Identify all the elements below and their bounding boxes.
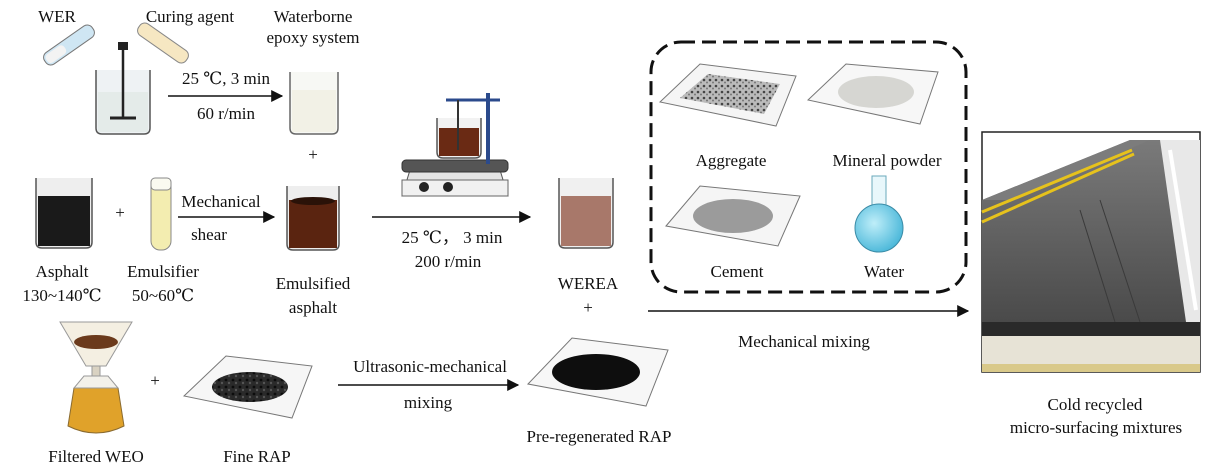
pre-regenerated-rap-dish: [526, 337, 669, 407]
label-waterborne-line2: epoxy system: [266, 28, 359, 47]
aggregate-dish: [658, 63, 797, 127]
label-mechanical-mixing: Mechanical mixing: [738, 332, 870, 351]
label-cond1-line2: 60 r/min: [197, 104, 256, 123]
label-cond2-line2: 200 r/min: [415, 252, 482, 271]
label-emulsifier-line1: Emulsifier: [127, 262, 199, 281]
label-wer: WER: [38, 7, 76, 26]
label-water: Water: [864, 262, 904, 281]
label-emulsified-line1: Emulsified: [276, 274, 351, 293]
label-cond2-line1: 25 ℃， 3 min: [402, 228, 503, 247]
label-cold-recycled-line1: Cold recycled: [1048, 395, 1143, 414]
label-cond1-line1: 25 ℃, 3 min: [182, 69, 270, 88]
filter-funnel-weo: [59, 321, 133, 434]
label-fine-rap: Fine RAP: [223, 447, 291, 466]
label-filtered-weo: Filtered WEO: [48, 447, 144, 466]
label-asphalt-line1: Asphalt: [36, 262, 89, 281]
plus-weo-rap: +: [150, 371, 160, 390]
label-mineral-powder: Mineral powder: [832, 151, 941, 170]
beaker-waterborne-epoxy: [289, 72, 339, 135]
label-aggregate: Aggregate: [696, 151, 767, 170]
pavement-illustration: [981, 131, 1201, 373]
label-pre-regenerated-rap: Pre-regenerated RAP: [527, 427, 672, 446]
beaker-werea: [558, 178, 614, 249]
mineral-powder-dish: [806, 63, 939, 125]
plus-werea: +: [583, 298, 593, 317]
beaker-asphalt: [35, 178, 93, 249]
plus-waterborne: +: [308, 145, 318, 164]
label-ultrasonic-line2: mixing: [404, 393, 453, 412]
beaker-mixing: [95, 42, 151, 135]
label-ultrasonic-line1: Ultrasonic-mechanical: [353, 357, 507, 376]
label-asphalt-line2: 130~140℃: [22, 286, 101, 305]
wer-tube: [43, 24, 95, 66]
cement-dish: [665, 185, 801, 247]
beaker-emulsified-asphalt: [286, 186, 340, 251]
plus-asphalt-emulsifier: +: [115, 203, 125, 222]
curing-agent-tube: [137, 22, 189, 64]
label-mech-shear-line1: Mechanical: [181, 192, 261, 211]
label-emulsified-line2: asphalt: [289, 298, 337, 317]
label-cement: Cement: [711, 262, 764, 281]
label-curing-agent: Curing agent: [146, 7, 235, 26]
water-flask: [854, 175, 904, 253]
label-mech-shear-line2: shear: [191, 225, 227, 244]
label-werea: WEREA: [558, 274, 619, 293]
fine-rap-dish: [182, 355, 313, 419]
materials-dashed-box: [649, 40, 968, 294]
label-cold-recycled-line2: micro-surfacing mixtures: [1010, 418, 1182, 437]
label-emulsifier-line2: 50~60℃: [132, 286, 194, 305]
tube-emulsifier: [150, 177, 172, 251]
label-waterborne-line1: Waterborne: [274, 7, 353, 26]
magnetic-stirrer: [401, 93, 509, 197]
